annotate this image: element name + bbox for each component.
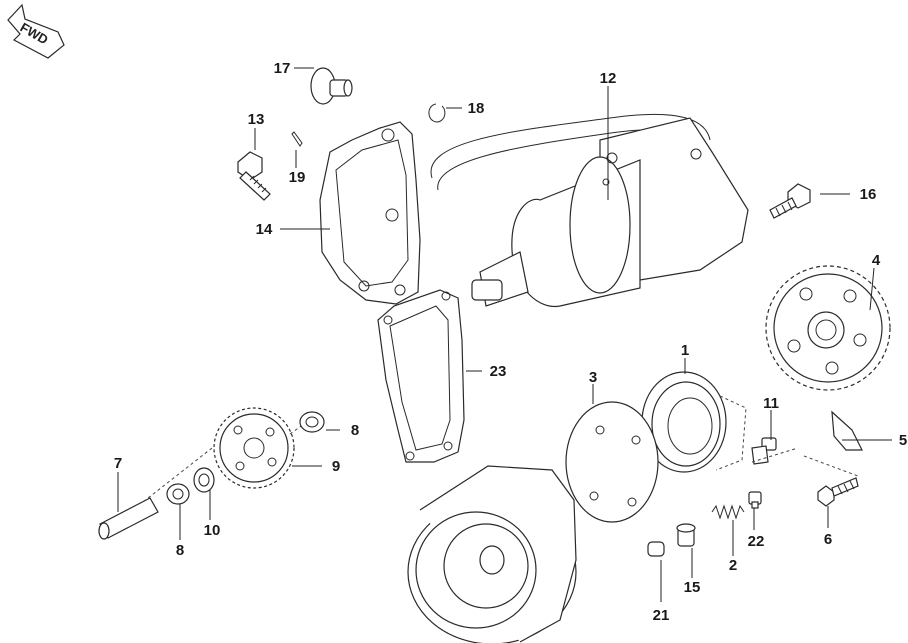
callout-5: 5 bbox=[899, 432, 907, 449]
callout-18: 18 bbox=[468, 100, 485, 117]
part-19-pin bbox=[291, 131, 303, 147]
part-17-cap bbox=[310, 67, 353, 105]
part-4-sprocket bbox=[765, 265, 891, 391]
callout-11: 11 bbox=[763, 395, 779, 412]
callout-22: 22 bbox=[748, 533, 765, 550]
part-18-circlip bbox=[428, 103, 446, 123]
callout-2: 2 bbox=[729, 557, 737, 574]
callout-3: 3 bbox=[589, 369, 597, 386]
callout-9: 9 bbox=[332, 458, 340, 475]
part-15-roller bbox=[676, 523, 696, 547]
callout-10: 10 bbox=[204, 522, 221, 539]
callout-23: 23 bbox=[490, 363, 507, 380]
part-6-bolt bbox=[817, 477, 859, 507]
part-13-bolt bbox=[237, 151, 271, 201]
leader-lines bbox=[117, 67, 892, 602]
callouts: 1 2 3 4 5 6 7 8 8 9 10 11 12 13 14 15 16… bbox=[114, 60, 907, 624]
callout-19: 19 bbox=[289, 169, 306, 186]
part-8-washer-lower bbox=[166, 483, 190, 505]
part-16-bolt bbox=[769, 183, 811, 219]
part-7-shaft bbox=[98, 497, 159, 540]
part-3-plate bbox=[565, 401, 659, 523]
callout-14: 14 bbox=[256, 221, 273, 238]
part-8-washer-upper bbox=[299, 411, 325, 433]
part-5-lock-washer bbox=[803, 410, 863, 477]
part-22-screw bbox=[748, 491, 762, 509]
callout-13: 13 bbox=[248, 111, 265, 128]
callout-1: 1 bbox=[681, 342, 689, 359]
callout-8-upper: 8 bbox=[351, 422, 359, 439]
callout-17: 17 bbox=[274, 60, 291, 77]
part-12-starter-motor bbox=[430, 113, 749, 308]
flywheel bbox=[407, 465, 577, 643]
part-14-cover bbox=[319, 121, 421, 305]
part-9-gear bbox=[119, 407, 305, 521]
fwd-arrow-icon: FWD bbox=[7, 3, 65, 59]
callout-12: 12 bbox=[600, 70, 617, 87]
part-1-clutch bbox=[641, 371, 747, 473]
callout-8-lower: 8 bbox=[176, 542, 184, 559]
callout-7: 7 bbox=[114, 455, 122, 472]
callout-15: 15 bbox=[684, 579, 701, 596]
part-2-spring bbox=[711, 504, 745, 520]
callout-4: 4 bbox=[872, 252, 881, 269]
part-21-roller bbox=[647, 541, 665, 557]
callout-16: 16 bbox=[860, 186, 877, 203]
part-10-bearing bbox=[193, 467, 215, 493]
callout-6: 6 bbox=[824, 531, 832, 548]
part-23-gasket bbox=[377, 289, 465, 463]
part-11-screw bbox=[751, 437, 799, 465]
callout-21: 21 bbox=[653, 607, 670, 624]
